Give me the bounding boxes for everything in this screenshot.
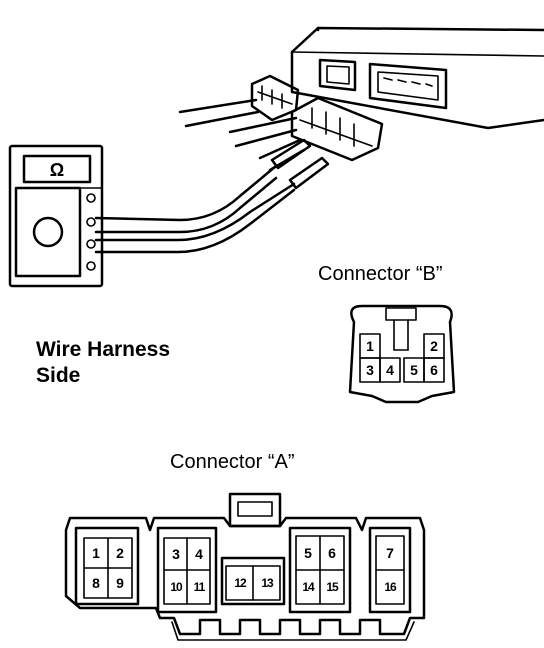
control-unit-icon [290,26,544,130]
harness-connector-large [228,96,384,172]
connector-a-pin: 9 [116,575,124,591]
connector-a-pin: 11 [194,580,206,594]
connector-a-pin: 6 [328,545,336,561]
connector-b-pin: 1 [366,338,374,354]
ohm-symbol: Ω [50,160,64,180]
connector-a-pin: 8 [92,575,100,591]
connector-b [348,304,456,404]
connector-b-pin: 2 [430,338,438,354]
connector-a-pin: 4 [195,546,203,562]
connector-b-pin: 6 [430,362,438,378]
connector-a-pin: 5 [304,545,312,561]
wire-harness-label: Wire Harness [36,338,170,361]
connector-a-pin: 16 [384,580,397,594]
connector-a-pin: 7 [386,545,394,561]
connector-b-pin: 4 [386,362,394,378]
wire-harness-side-label: Side [36,364,80,387]
connector-a-pin: 1 [92,545,100,561]
connector-b-pin: 3 [366,362,374,378]
connector-a-pin: 15 [326,580,339,594]
connector-a-pin: 14 [302,580,315,594]
connector-a-pin: 2 [116,545,124,561]
ohmmeter-icon [8,144,104,288]
connector-a-pin: 12 [234,576,247,590]
connector-a [64,492,426,641]
connector-a-pin: 3 [172,546,180,562]
connector-a-pin: 13 [261,576,274,590]
harness-connector-small [178,74,300,128]
test-probes [94,138,330,254]
connector-b-pin: 5 [410,362,418,378]
connector-a-pin: 10 [170,580,183,594]
connector-a-label: Connector “A” [170,451,295,473]
connector-b-label: Connector “B” [318,263,443,285]
